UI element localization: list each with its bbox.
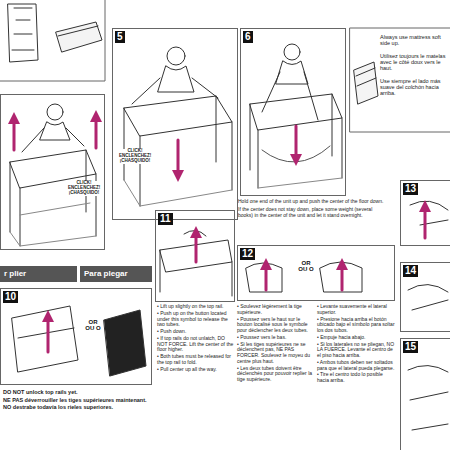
step-number: 10 <box>3 291 18 303</box>
instruction-text: Utilisez toujours le matelas avec le côt… <box>380 53 446 72</box>
step-panel: 6 <box>240 28 346 196</box>
click-callout: CLICK! ENCLENCHEZ! ¡CHASQUIDO! <box>117 149 153 164</box>
step-number: 14 <box>403 265 418 277</box>
instruction-text: Use siempre el lado más suave del colchó… <box>380 78 446 97</box>
step-panel: CLICK! ENCLENCHEZ! ¡CHASQUIDO! <box>0 94 105 250</box>
bullet-text: • Poussez vers le haut sur le bouton loc… <box>237 317 315 334</box>
bullet-text: • If top rails do not unlatch, DO NOT FO… <box>157 336 235 353</box>
or-callout: OR OU O <box>298 260 314 273</box>
step-panel: 12 OR OU O <box>237 245 395 301</box>
step-panel: 11 <box>155 210 235 302</box>
section-title: r plier <box>4 269 26 279</box>
warning-text: DO NOT unlock top rails yet. <box>3 389 149 396</box>
instruction-text: Hold one end of the unit up and push the… <box>238 199 388 205</box>
section-header: Para plegar <box>80 266 152 282</box>
step-number: 6 <box>243 31 253 43</box>
bullet-text: • Poussez vers le bas. <box>237 335 315 341</box>
bullet-text: • Soulevez légèrement la tige supérieure… <box>237 304 315 316</box>
bullet-text: • Presione hacia arriba el botón ubicado… <box>317 317 395 334</box>
step-number: 12 <box>240 248 255 260</box>
bullet-text: • Si les tiges supérieures ne se déclenc… <box>237 342 315 365</box>
warning-text: NO destrabe todavía los rieles superiore… <box>3 404 149 411</box>
bullet-text: • Lift up slightly on the top rail. <box>157 304 235 310</box>
step-panel: 5CLICK! ENCLENCHEZ! ¡CHASQUIDO! <box>112 28 238 220</box>
warning-text: NE PAS déverrouiller les tiges supérieur… <box>3 397 149 404</box>
click-callout: CLICK! ENCLENCHEZ! ¡CHASQUIDO! <box>67 181 101 196</box>
bullet-text: • Both tubes must be released for the to… <box>157 354 235 366</box>
bullet-text: • Empuje hacia abajo. <box>317 335 395 341</box>
step-number: 11 <box>158 213 173 225</box>
step-panel: 10 OR OU O <box>0 288 152 385</box>
step-number: 13 <box>403 183 418 195</box>
bullet-text: • Ambos tubos deben ser soltados para qu… <box>317 360 395 372</box>
bullet-text: • Tire el centro todo lo posible hacia a… <box>317 372 395 384</box>
step-number: 15 <box>403 341 418 353</box>
step-panel: 15 <box>400 338 450 450</box>
section-title: Para plegar <box>84 269 128 279</box>
instruction-text: If the center does not stay down, place … <box>238 207 388 219</box>
bullet-text: • Push down. <box>157 329 235 335</box>
instruction-text: Always use mattress soft side up. <box>380 34 446 47</box>
note-panel: Always use mattress soft side up. Utilise… <box>350 28 450 132</box>
bullet-text: • Levante suavemente el lateral superior… <box>317 304 395 316</box>
bullet-text: • Si los laterales no se pliegan, NO LA … <box>317 342 395 359</box>
step-number: 5 <box>115 31 125 43</box>
step-panel: 14 <box>400 262 450 332</box>
bullet-text: • Push up on the button located under th… <box>157 311 235 328</box>
section-header: r plier <box>0 266 77 282</box>
or-callout: OR OU O <box>85 319 101 332</box>
bullet-text: • Pull center up all the way. <box>157 367 235 373</box>
step-panel: 13 <box>400 180 450 246</box>
bullet-text: • Les deux tubes doivent être déclenchés… <box>237 366 315 383</box>
